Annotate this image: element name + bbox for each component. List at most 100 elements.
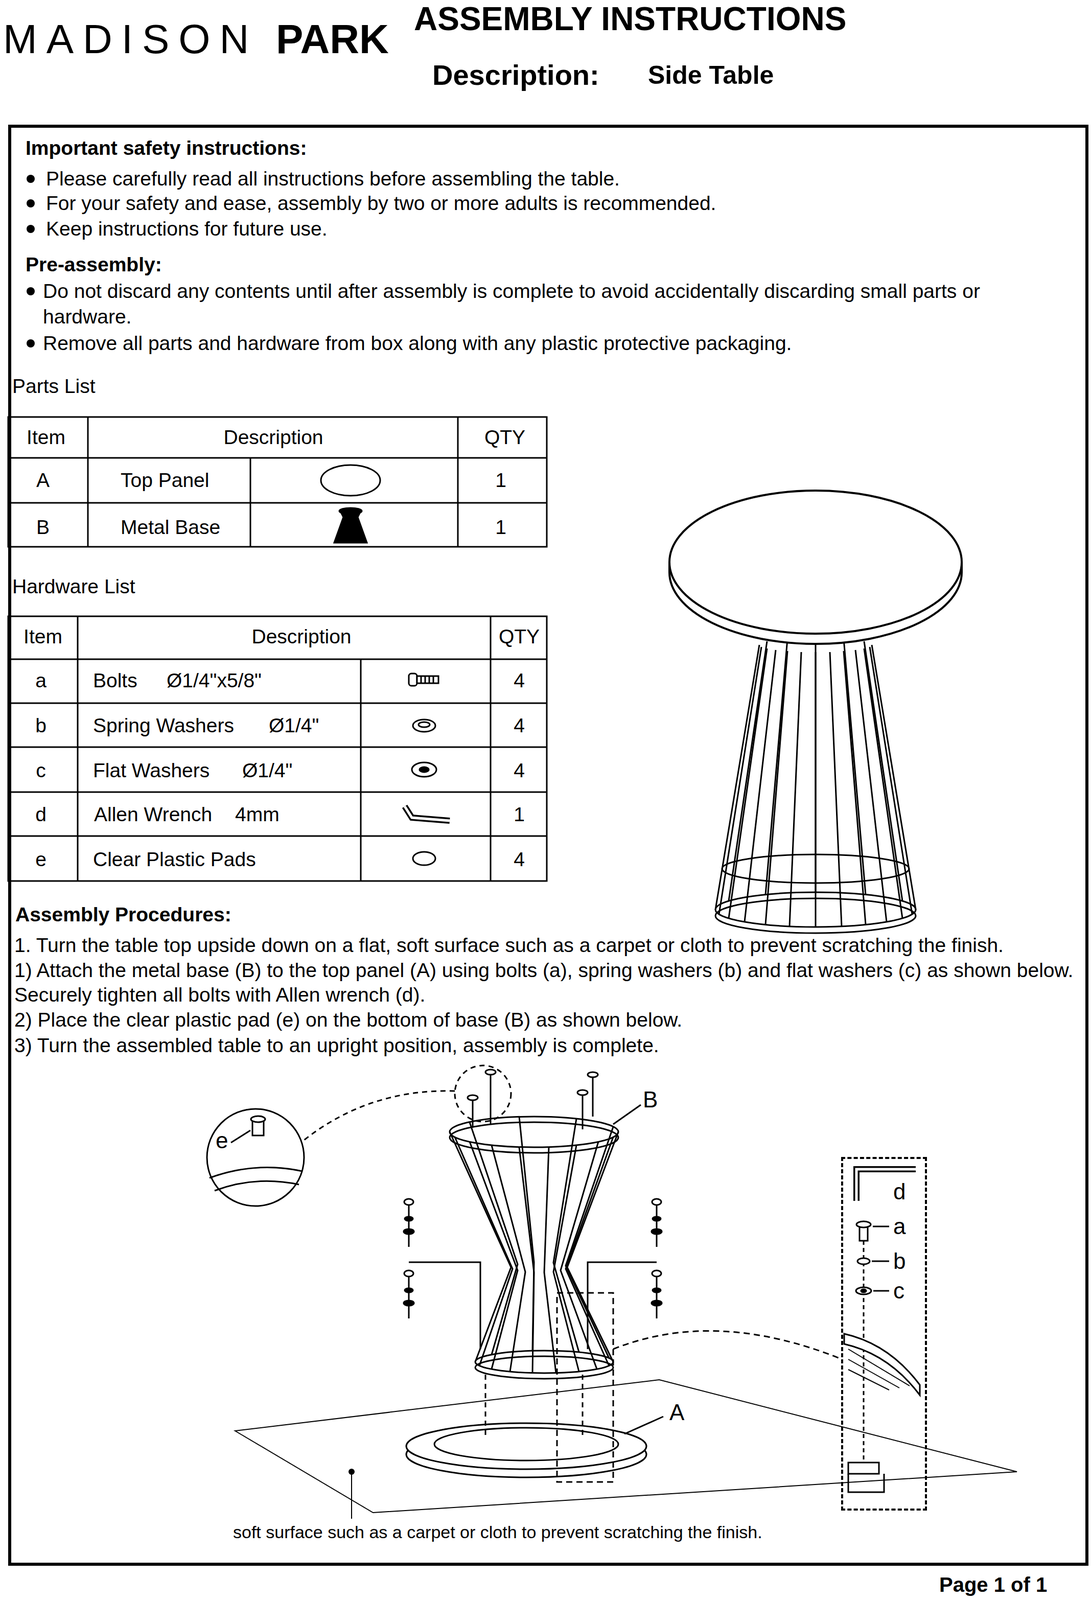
exploded-bolts xyxy=(403,1228,414,1235)
hardware-icons xyxy=(404,806,450,821)
table-header: Item xyxy=(23,624,63,649)
callout-letter: c xyxy=(893,1277,905,1305)
hardware-detail xyxy=(873,1290,890,1292)
callout-letter: b xyxy=(893,1247,906,1275)
hardware-table-grid xyxy=(8,616,547,881)
parts-table-grid xyxy=(87,416,89,547)
side-table-illustration xyxy=(668,562,671,573)
callout-letter: d xyxy=(893,1178,906,1205)
exploded-bolts xyxy=(404,1288,413,1293)
bullet-text: For your safety and ease, assembly by tw… xyxy=(45,190,716,217)
hardware-icons xyxy=(418,722,430,728)
exploded-bolts xyxy=(408,1272,410,1319)
side-table-illustration xyxy=(815,652,817,927)
metal-base-b xyxy=(553,1145,579,1372)
side-table-illustration xyxy=(871,644,916,910)
table-cell: 4 xyxy=(513,758,525,783)
bullet-dots xyxy=(26,339,35,348)
step-text: 1) Attach the metal base (B) to the top … xyxy=(14,958,1083,1008)
side-table-illustration xyxy=(715,644,760,910)
hardware-detail xyxy=(857,1258,870,1265)
table-cell: 4mm xyxy=(235,802,280,827)
table-cell: 1 xyxy=(495,468,507,493)
table-cell: 4 xyxy=(513,713,525,738)
exploded-bolts xyxy=(403,1300,414,1306)
side-table-illustration xyxy=(829,652,842,927)
hardware-table-grid xyxy=(8,835,547,838)
metal-base-b xyxy=(469,1141,518,1369)
description-label: Description: xyxy=(432,58,600,92)
bullet-dots xyxy=(26,224,35,234)
bullet-text: Remove all parts and hardware from box a… xyxy=(42,330,792,357)
soft-surface xyxy=(235,1379,1017,1513)
part-label: A xyxy=(669,1399,685,1426)
list-heading: Parts List xyxy=(12,373,96,400)
metal-base-b xyxy=(613,1104,641,1125)
table-cell: B xyxy=(36,515,50,540)
hardware-detail xyxy=(871,1260,890,1263)
side-table-illustration xyxy=(669,490,962,634)
hardware-table-grid xyxy=(490,616,492,881)
metal-base-b xyxy=(544,1147,556,1374)
pads-on-base xyxy=(582,1093,584,1130)
pads-on-base xyxy=(592,1075,594,1117)
pads-on-base xyxy=(577,1089,588,1096)
pad-callout xyxy=(230,1130,251,1143)
metal-base-b xyxy=(560,1141,599,1369)
exploded-bolts xyxy=(652,1198,662,1205)
instruction-frame: Important safety instructions:Please car… xyxy=(8,124,1089,1566)
top-panel-a xyxy=(434,1427,619,1461)
metal-base-b xyxy=(449,1122,619,1153)
table-cell: 4 xyxy=(513,847,525,872)
table-cell: d xyxy=(35,802,47,827)
hardware-detail xyxy=(861,1289,867,1293)
exploded-bolts xyxy=(408,1262,481,1350)
table-cell: e xyxy=(35,847,47,872)
exploded-bolts xyxy=(656,1200,658,1247)
table-cell: Ø1/4"x5/8" xyxy=(166,668,262,693)
description-value: Side Table xyxy=(647,60,774,91)
side-table-illustration xyxy=(864,648,903,919)
hardware-table-grid xyxy=(8,746,547,749)
brand-logo: MADISON xyxy=(3,15,259,64)
table-cell: b xyxy=(35,713,47,738)
exploded-bolts xyxy=(656,1272,658,1319)
hardware-detail-box: dabc xyxy=(841,1156,927,1511)
hardware-detail xyxy=(848,1349,910,1390)
pad-callout xyxy=(206,1108,305,1206)
list-heading: Hardware List xyxy=(12,573,136,600)
hardware-detail xyxy=(856,1221,871,1228)
side-table-illustration xyxy=(843,651,866,925)
bullet-dots xyxy=(26,174,35,183)
page-title: ASSEMBLY INSTRUCTIONS xyxy=(413,1,847,37)
hardware-icons xyxy=(421,676,434,684)
table-cell: Metal Base xyxy=(120,515,221,540)
table-cell: Bolts xyxy=(93,668,138,693)
metal-base-b xyxy=(582,1374,584,1436)
pad-callout xyxy=(454,1065,512,1122)
side-table-illustration xyxy=(669,490,962,934)
hardware-detail xyxy=(855,1287,872,1295)
page-number: Page 1 of 1 xyxy=(939,1572,1048,1597)
hardware-detail xyxy=(856,1169,916,1201)
step-text: 3) Turn the assembled table to an uprigh… xyxy=(14,1032,660,1059)
table-header: Item xyxy=(26,425,66,450)
part-label: e xyxy=(215,1127,228,1154)
exploded-bolts xyxy=(651,1300,662,1306)
bullet-dots xyxy=(26,287,35,296)
detail-leader xyxy=(556,1292,614,1482)
table-cell: a xyxy=(35,668,47,693)
hardware-icons xyxy=(412,719,436,732)
hardware-detail xyxy=(844,1169,920,1493)
hardware-detail xyxy=(848,1473,885,1493)
step-text: 1. Turn the table top upside down on a f… xyxy=(14,932,1083,959)
pads-on-base xyxy=(472,1098,474,1127)
metal-base-b xyxy=(449,1104,641,1436)
hardware-table-grid xyxy=(77,616,79,881)
table-cell: Clear Plastic Pads xyxy=(93,847,257,872)
hardware-table-grid xyxy=(8,791,547,794)
soft-surface xyxy=(349,1469,355,1475)
hardware-table-grid xyxy=(8,702,547,705)
bullet-text: Do not discard any contents until after … xyxy=(42,278,1045,330)
callout-letter: a xyxy=(893,1213,906,1240)
